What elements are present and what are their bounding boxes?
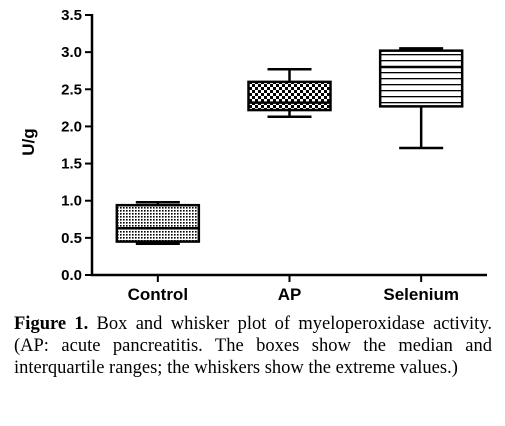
box-iqr	[378, 49, 464, 108]
box-iqr	[247, 80, 332, 112]
box-iqr	[115, 203, 201, 243]
y-tick-label: 2.5	[61, 81, 82, 98]
figure-caption: Figure 1. Box and whisker plot of myelop…	[14, 313, 492, 379]
y-axis-title: U/g	[19, 128, 38, 155]
x-category-label: AP	[278, 285, 302, 304]
y-tick-label: 0.0	[61, 267, 82, 284]
y-tick-label: 3.0	[61, 44, 82, 61]
x-category-label: Control	[128, 285, 188, 304]
box-ap	[247, 67, 332, 119]
y-tick-label: 1.0	[61, 193, 82, 210]
x-category-label: Selenium	[383, 285, 459, 304]
box-selenium	[378, 47, 464, 150]
caption-text: Box and whisker plot of myeloperoxidase …	[14, 314, 492, 378]
y-tick-label: 3.5	[61, 7, 82, 24]
boxes	[115, 47, 464, 246]
y-tick-label: 1.5	[61, 156, 82, 173]
y-tick-label: 0.5	[61, 230, 82, 247]
figure-label: Figure 1.	[14, 314, 89, 334]
y-tick-label: 2.0	[61, 118, 82, 135]
box-control	[115, 200, 201, 246]
